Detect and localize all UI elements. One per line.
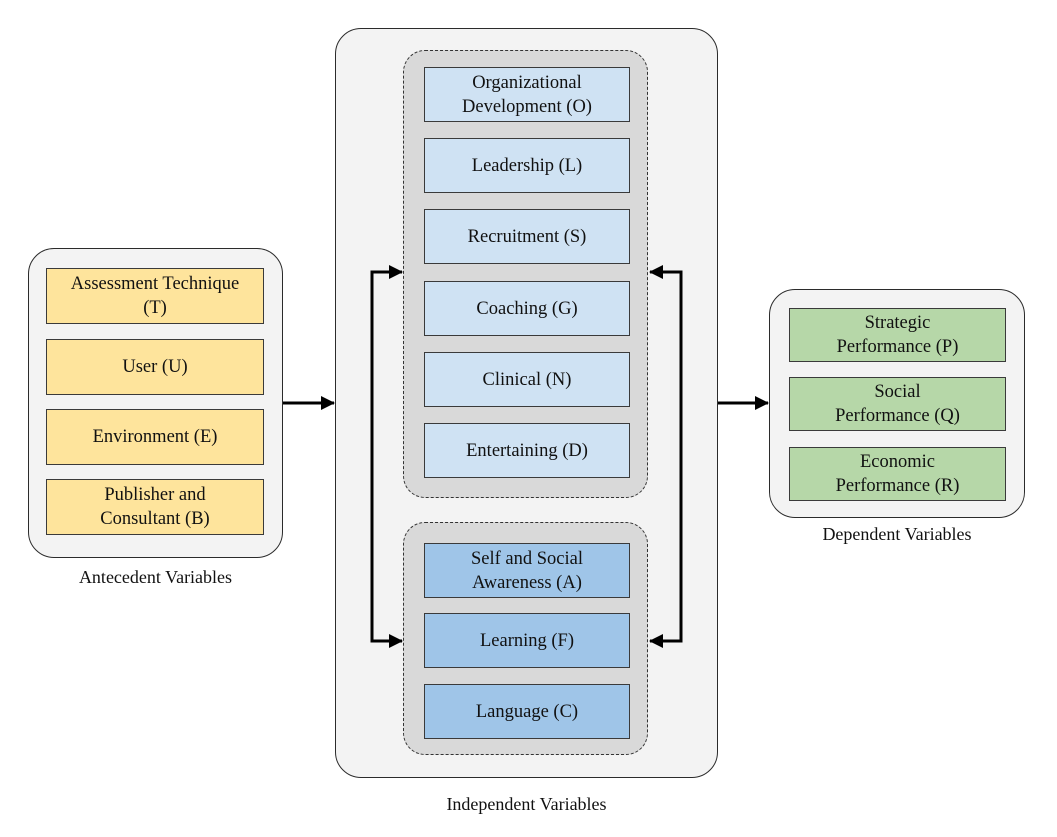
independent-box-organizational-development: Organizational Development (O): [424, 67, 630, 122]
antecedent-box-environment: Environment (E): [46, 409, 264, 465]
independent-box-learning: Learning (F): [424, 613, 630, 668]
dependent-box-social-performance: Social Performance (Q): [789, 377, 1006, 431]
independent-box-recruitment: Recruitment (S): [424, 209, 630, 264]
dependent-box-strategic-performance: Strategic Performance (P): [789, 308, 1006, 362]
independent-caption: Independent Variables: [446, 794, 607, 814]
independent-box-self-social-awareness: Self and Social Awareness (A): [424, 543, 630, 598]
dependent-caption: Dependent Variables: [822, 524, 972, 544]
independent-box-leadership: Leadership (L): [424, 138, 630, 193]
antecedent-box-assessment-technique: Assessment Technique (T): [46, 268, 264, 324]
independent-box-entertaining: Entertaining (D): [424, 423, 630, 478]
independent-box-clinical: Clinical (N): [424, 352, 630, 407]
independent-box-coaching: Coaching (G): [424, 281, 630, 336]
antecedent-caption: Antecedent Variables: [78, 567, 233, 587]
independent-box-language: Language (C): [424, 684, 630, 739]
antecedent-box-publisher-consultant: Publisher and Consultant (B): [46, 479, 264, 535]
dependent-box-economic-performance: Economic Performance (R): [789, 447, 1006, 501]
antecedent-box-user: User (U): [46, 339, 264, 395]
